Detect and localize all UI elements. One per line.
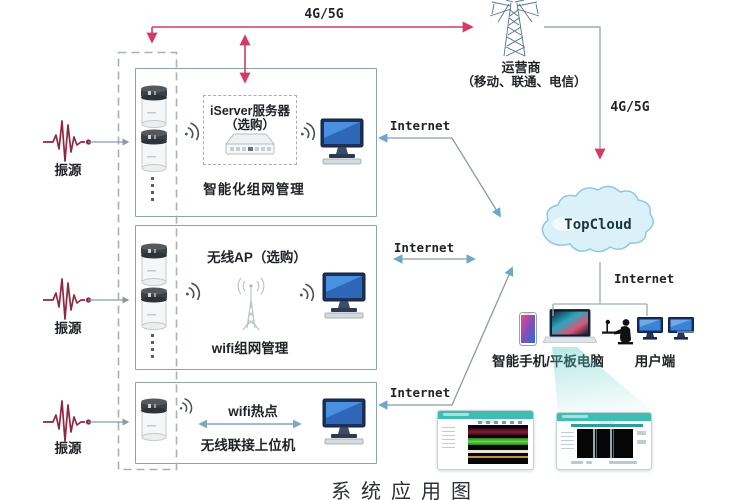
client-monitors-icon [637,317,694,340]
window-toolbar [571,424,643,427]
wifi-signal-icon [185,282,201,301]
desktop-computer-icon [320,118,364,165]
wifi-signal-icon [299,283,315,302]
diagram-title: 系统应用图 [331,481,481,500]
smartphone-icon [519,312,537,346]
internet-label-box1: Internet [389,118,451,133]
internet-label-box3: Internet [389,385,451,400]
more-sensors-ellipsis [151,177,154,205]
window-titlebar [438,411,533,419]
iserver-title: iServer服务器 [210,104,290,118]
mobile-clients-label: 智能手机/平板电脑 [492,354,604,369]
window-side-buttons [637,431,646,447]
terminal-clients-label: 用户端 [634,354,676,369]
window-sidebar [561,429,574,452]
wifi-signal-icon [184,122,200,141]
waveform-chart [577,429,633,458]
wifi-signal-icon [300,122,316,141]
cloud-icon [541,185,654,253]
cloud-name: TopCloud [564,217,632,233]
window-titlebar [557,413,651,421]
top-4g5g-label: 4G/5G [304,7,344,22]
box1-caption: 智能化组网管理 [203,182,305,197]
software-window-spectrogram [437,410,534,470]
cell-tower-icon [489,0,540,57]
window-sidebar [442,424,455,451]
vibration-source-label: 振源 [54,163,82,178]
wireless-ap-antenna-icon [237,277,265,331]
box2-title: 无线AP（选购） [207,250,307,265]
operator-desk-icon [602,319,633,345]
wifi-signal-icon [179,398,193,414]
box3-caption: 无线联接上位机 [200,438,296,453]
iserver-dashed-box [203,95,297,165]
side-4g5g-label: 4G/5G [610,100,650,115]
desktop-computer-icon [322,272,366,319]
laptop-icon [543,309,597,343]
more-sensors-ellipsis [151,334,154,360]
rack-server-icon [224,133,276,155]
sensor-icon [141,243,167,286]
sensor-icon [141,398,167,441]
sensor-icon [141,85,167,128]
box2-caption: wifi组网管理 [211,341,289,356]
carrier-name: 运营商 [501,60,541,75]
sensor-icon [141,287,167,330]
sensor-icon [141,129,167,172]
iserver-subtitle: （选购） [224,118,276,132]
carrier-detail: （移动、联通、电信） [461,75,587,89]
spectrogram-chart [468,425,528,464]
window-bottom-buttons [571,461,640,469]
window-legend-marks [478,421,526,424]
cloud-internet-label: Internet [614,271,675,286]
software-window-waveform [556,412,652,470]
internet-label-box2: Internet [393,240,455,255]
vibration-source-label: 振源 [54,441,82,456]
desktop-computer-icon [322,398,366,445]
box3-hotspot-label: wifi热点 [228,404,278,419]
window-tab [599,421,616,425]
vibration-source-label: 振源 [54,321,82,336]
